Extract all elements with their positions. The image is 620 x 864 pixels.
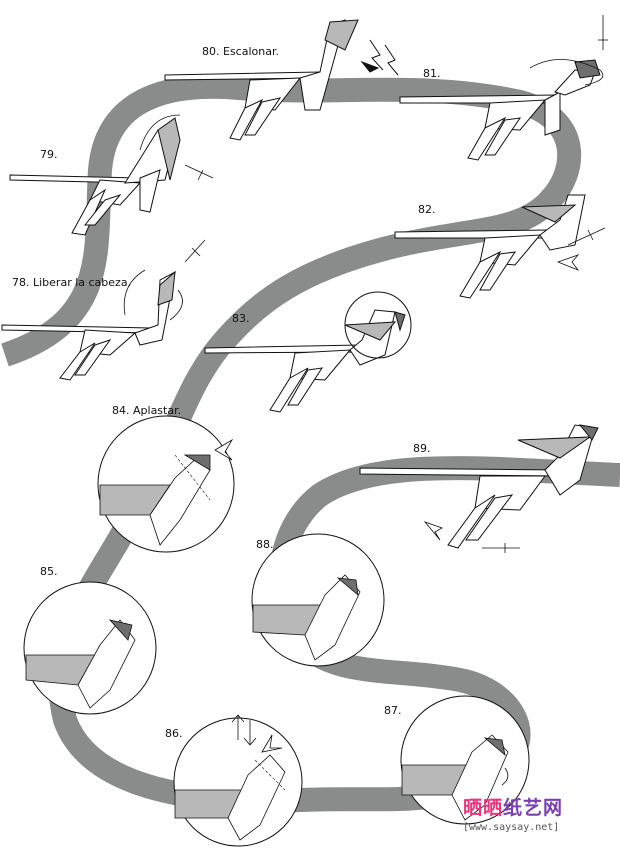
detail-circle-step-83 bbox=[344, 291, 412, 359]
rotate-arrow-step-81 bbox=[529, 15, 608, 86]
detail-circle-step-86 bbox=[173, 714, 303, 847]
fox-figure-step-82 bbox=[394, 194, 586, 299]
site-watermark: 晒晒纸艺网 [www.saysay.net] bbox=[463, 793, 613, 833]
push-arrow-step-82 bbox=[556, 227, 606, 271]
zigzag-arrows-step-80 bbox=[360, 39, 399, 76]
step-label-78: 78. Liberar la cabeza. bbox=[12, 276, 132, 289]
step-label-81: 81. bbox=[423, 67, 441, 80]
detail-circle-step-84 bbox=[97, 415, 235, 553]
step-label-79: 79. bbox=[40, 148, 58, 161]
step-label-80: 80. Escalonar. bbox=[202, 45, 279, 58]
step-label-88: 88. bbox=[256, 538, 274, 551]
detail-circle-step-85 bbox=[23, 581, 157, 715]
detail-circle-step-88 bbox=[251, 533, 385, 667]
detail-circle-step-87 bbox=[400, 695, 530, 825]
step-label-87: 87. bbox=[384, 704, 402, 717]
step-label-89: 89. bbox=[413, 442, 431, 455]
fox-figure-step-89 bbox=[359, 424, 599, 549]
fox-figure-step-79 bbox=[9, 117, 181, 236]
fold-arrow-step-79 bbox=[139, 114, 214, 181]
step-label-84: 84. Aplastar. bbox=[112, 404, 182, 417]
fox-figure-step-83 bbox=[204, 309, 406, 413]
step-label-86: 86. bbox=[165, 727, 183, 740]
fox-figure-step-80 bbox=[164, 19, 359, 141]
fox-figure-step-78 bbox=[1, 270, 176, 381]
fold-arrow-step-78 bbox=[123, 239, 206, 321]
watermark-url: [www.saysay.net] bbox=[463, 822, 560, 833]
step-label-83: 83. bbox=[232, 312, 250, 325]
step-label-85: 85. bbox=[40, 565, 58, 578]
step-label-82: 82. bbox=[418, 203, 436, 216]
fox-figure-step-81 bbox=[399, 59, 601, 161]
watermark-title: 晒晒纸艺网 bbox=[463, 797, 564, 819]
push-arrow-step-89 bbox=[423, 521, 520, 553]
